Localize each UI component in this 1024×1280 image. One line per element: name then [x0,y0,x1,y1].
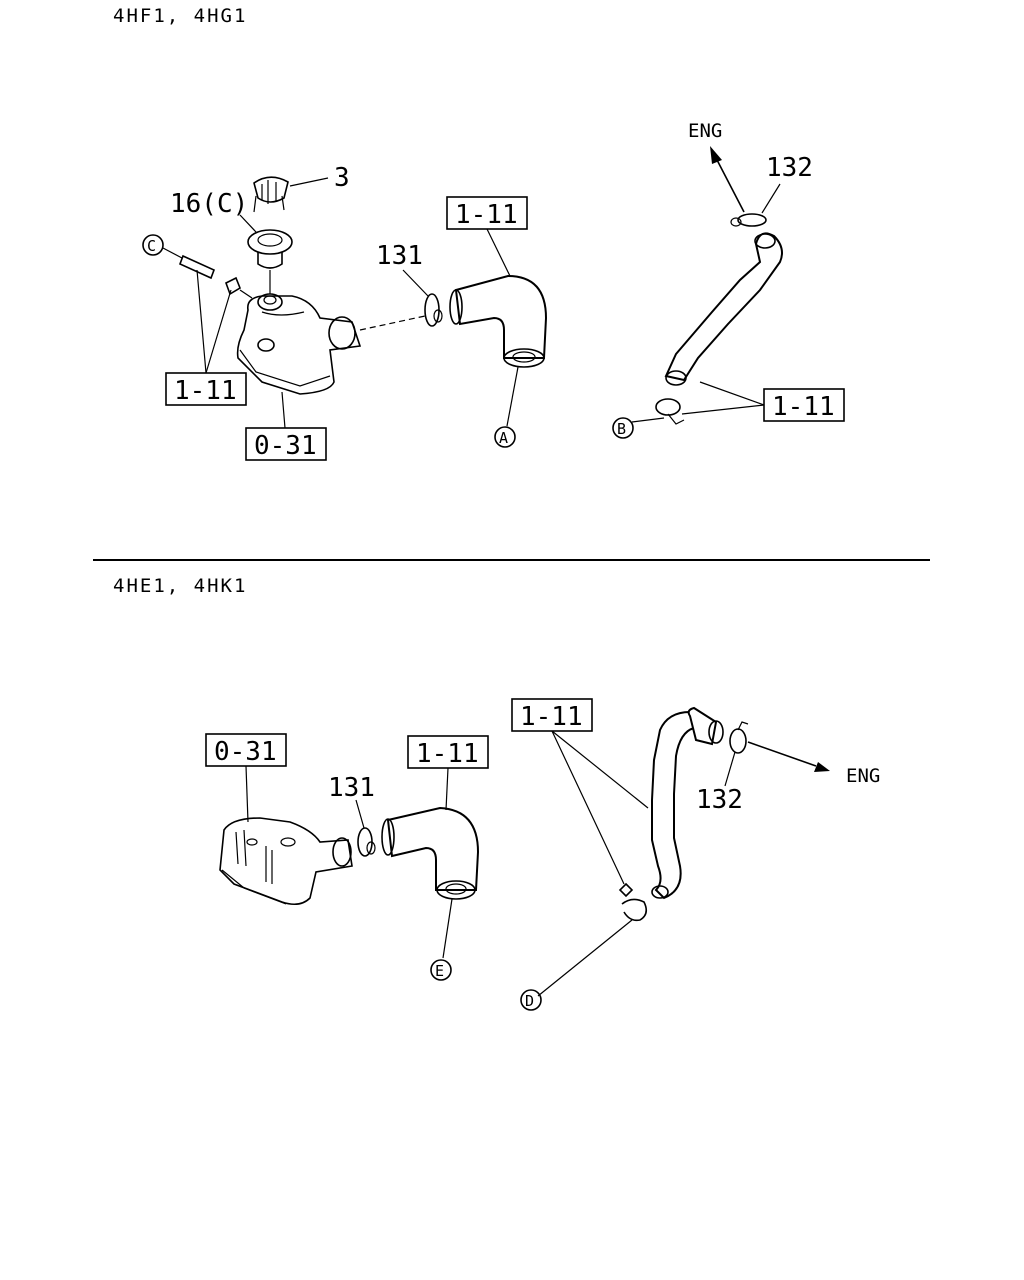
svg-text:0-31: 0-31 [214,737,277,767]
section-title-bottom: 4HE1, 4HK1 [113,575,248,597]
svg-text:1-11: 1-11 [416,739,479,769]
section-title-top: 4HF1, 4HG1 [113,5,248,27]
svg-text:1-11: 1-11 [520,702,583,732]
box-1-11-bend-bottom: 1-11 [407,735,489,811]
box-0-31-top: 0-31 [245,427,327,461]
callout-3: 3 [334,163,350,193]
svg-text:D: D [525,992,534,1010]
thermostat-housing-top [236,270,362,429]
long-hose-bottom [651,706,724,900]
svg-text:ENG: ENG [846,765,880,787]
bend-hose-top [449,274,548,427]
eng-arrow-top: ENG [688,120,745,213]
thermostat-housing-bottom [219,817,353,906]
filler-cap: 16(C) [170,189,293,269]
clamp-132-bottom: 132 [696,721,749,815]
bend-hose-bottom [381,806,480,959]
callout-16c: 16(C) [170,189,248,219]
svg-text:C: C [147,237,156,255]
clamp-132-top: 132 [730,153,813,227]
ref-a: A [494,426,516,448]
callout-131-bottom: 131 [328,773,375,803]
box-0-31-bottom: 0-31 [205,733,287,823]
long-hose-top [664,232,783,386]
eng-arrow-bottom: ENG [747,741,880,787]
ref-e: E [430,959,452,981]
cap-top-part: 3 [253,163,350,213]
svg-text:1-11: 1-11 [174,376,237,406]
bottom-diagram: 0-31 131 [205,698,880,1011]
box-1-11-bend-top: 1-11 [446,196,528,277]
alignment-line-top [359,315,426,331]
callout-132-top: 132 [766,153,813,183]
svg-text:B: B [617,420,626,438]
clamp-131-top: 131 [376,241,443,327]
box-1-11-long-top: 1-11 [681,381,845,422]
clamp-lower-bottom: D [520,882,648,1011]
svg-text:0-31: 0-31 [254,431,317,461]
clamp-lower-top: B [612,398,685,439]
callout-132-bottom: 132 [696,785,743,815]
clamp-131-bottom: 131 [328,773,376,857]
top-diagram: 3 16(C) C [142,120,845,461]
svg-text:E: E [435,962,444,980]
ref-c: C [142,234,253,299]
svg-text:ENG: ENG [688,120,722,142]
callout-131-top: 131 [376,241,423,271]
svg-text:1-11: 1-11 [455,200,518,230]
svg-text:1-11: 1-11 [772,392,835,422]
svg-text:A: A [499,429,508,447]
box-1-11-long-bottom: 1-11 [511,698,649,885]
box-1-11-bolts: 1-11 [165,269,247,406]
